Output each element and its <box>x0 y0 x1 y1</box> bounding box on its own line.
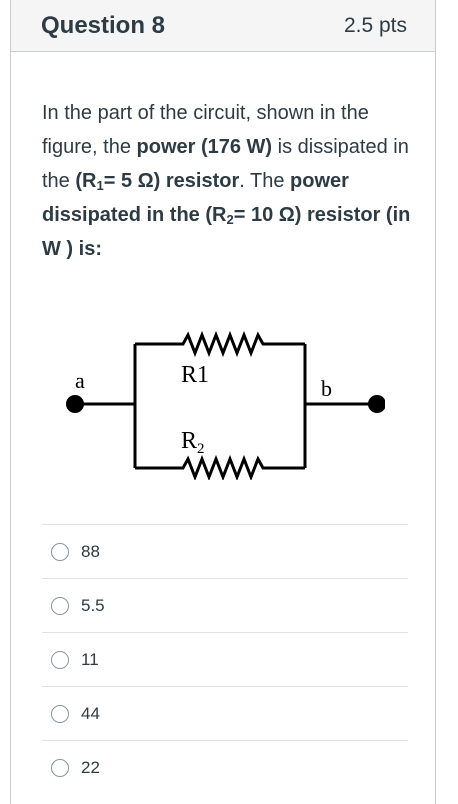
question-title: Question 8 <box>41 11 166 39</box>
question-points: 2.5 pts <box>343 13 407 37</box>
answer-label: 44 <box>81 703 100 723</box>
resistor-r1 <box>135 330 305 358</box>
answer-option[interactable]: 88 <box>42 524 408 578</box>
question-text-part: is dissipated in the <box>42 136 409 192</box>
answer-option[interactable]: 5.5 <box>42 578 408 632</box>
answer-list: 88 5.5 11 44 22 <box>42 524 408 794</box>
answer-option[interactable]: 44 <box>42 686 408 740</box>
question-text-part: In the part of the circuit, shown in the… <box>42 102 369 158</box>
radio-button[interactable] <box>51 596 69 615</box>
terminal-b-dot <box>368 395 385 413</box>
answer-option[interactable]: 11 <box>42 632 408 686</box>
answer-label: 88 <box>81 541 100 561</box>
subscript: 2 <box>226 212 234 227</box>
question-header: Question 8 2.5 pts <box>11 0 435 52</box>
answer-option[interactable]: 22 <box>42 740 408 794</box>
question-text-bold-part: = 10 Ω) resistor (in W ) is: <box>42 204 411 260</box>
radio-button[interactable] <box>51 650 69 669</box>
question-text-bold-part: = 5 Ω) resistor <box>103 170 240 192</box>
question-text: In the part of the circuit, shown in the… <box>11 52 435 266</box>
label-r1: R1 <box>181 362 209 388</box>
answer-label: 11 <box>81 649 99 669</box>
question-text-bold: power (176 W) <box>136 136 273 158</box>
resistor-r2 <box>135 454 305 480</box>
subscript: 1 <box>96 178 104 193</box>
radio-button[interactable] <box>51 704 69 723</box>
question-text-part: . The <box>239 170 291 192</box>
label-b: b <box>321 376 332 401</box>
circuit-diagram: a b R1 R2 <box>66 330 385 480</box>
question-text-bold: power dissipated in the (R2= 10 Ω) resis… <box>42 170 410 260</box>
answer-label: 5.5 <box>81 595 105 615</box>
answer-label: 22 <box>81 757 100 777</box>
question-text-bold-part: power dissipated in the (R <box>42 170 349 226</box>
label-r2-sub: 2 <box>197 441 205 457</box>
question-text-bold-part: (R <box>75 170 97 192</box>
radio-button[interactable] <box>51 542 69 561</box>
label-r2: R2 <box>181 428 205 457</box>
label-a: a <box>75 368 85 393</box>
question-text-bold: (R1= 5 Ω) resistor <box>75 170 239 192</box>
radio-button[interactable] <box>51 758 69 777</box>
label-r2-main: R <box>181 428 197 454</box>
question-card: Question 8 2.5 pts In the part of the ci… <box>10 0 436 804</box>
